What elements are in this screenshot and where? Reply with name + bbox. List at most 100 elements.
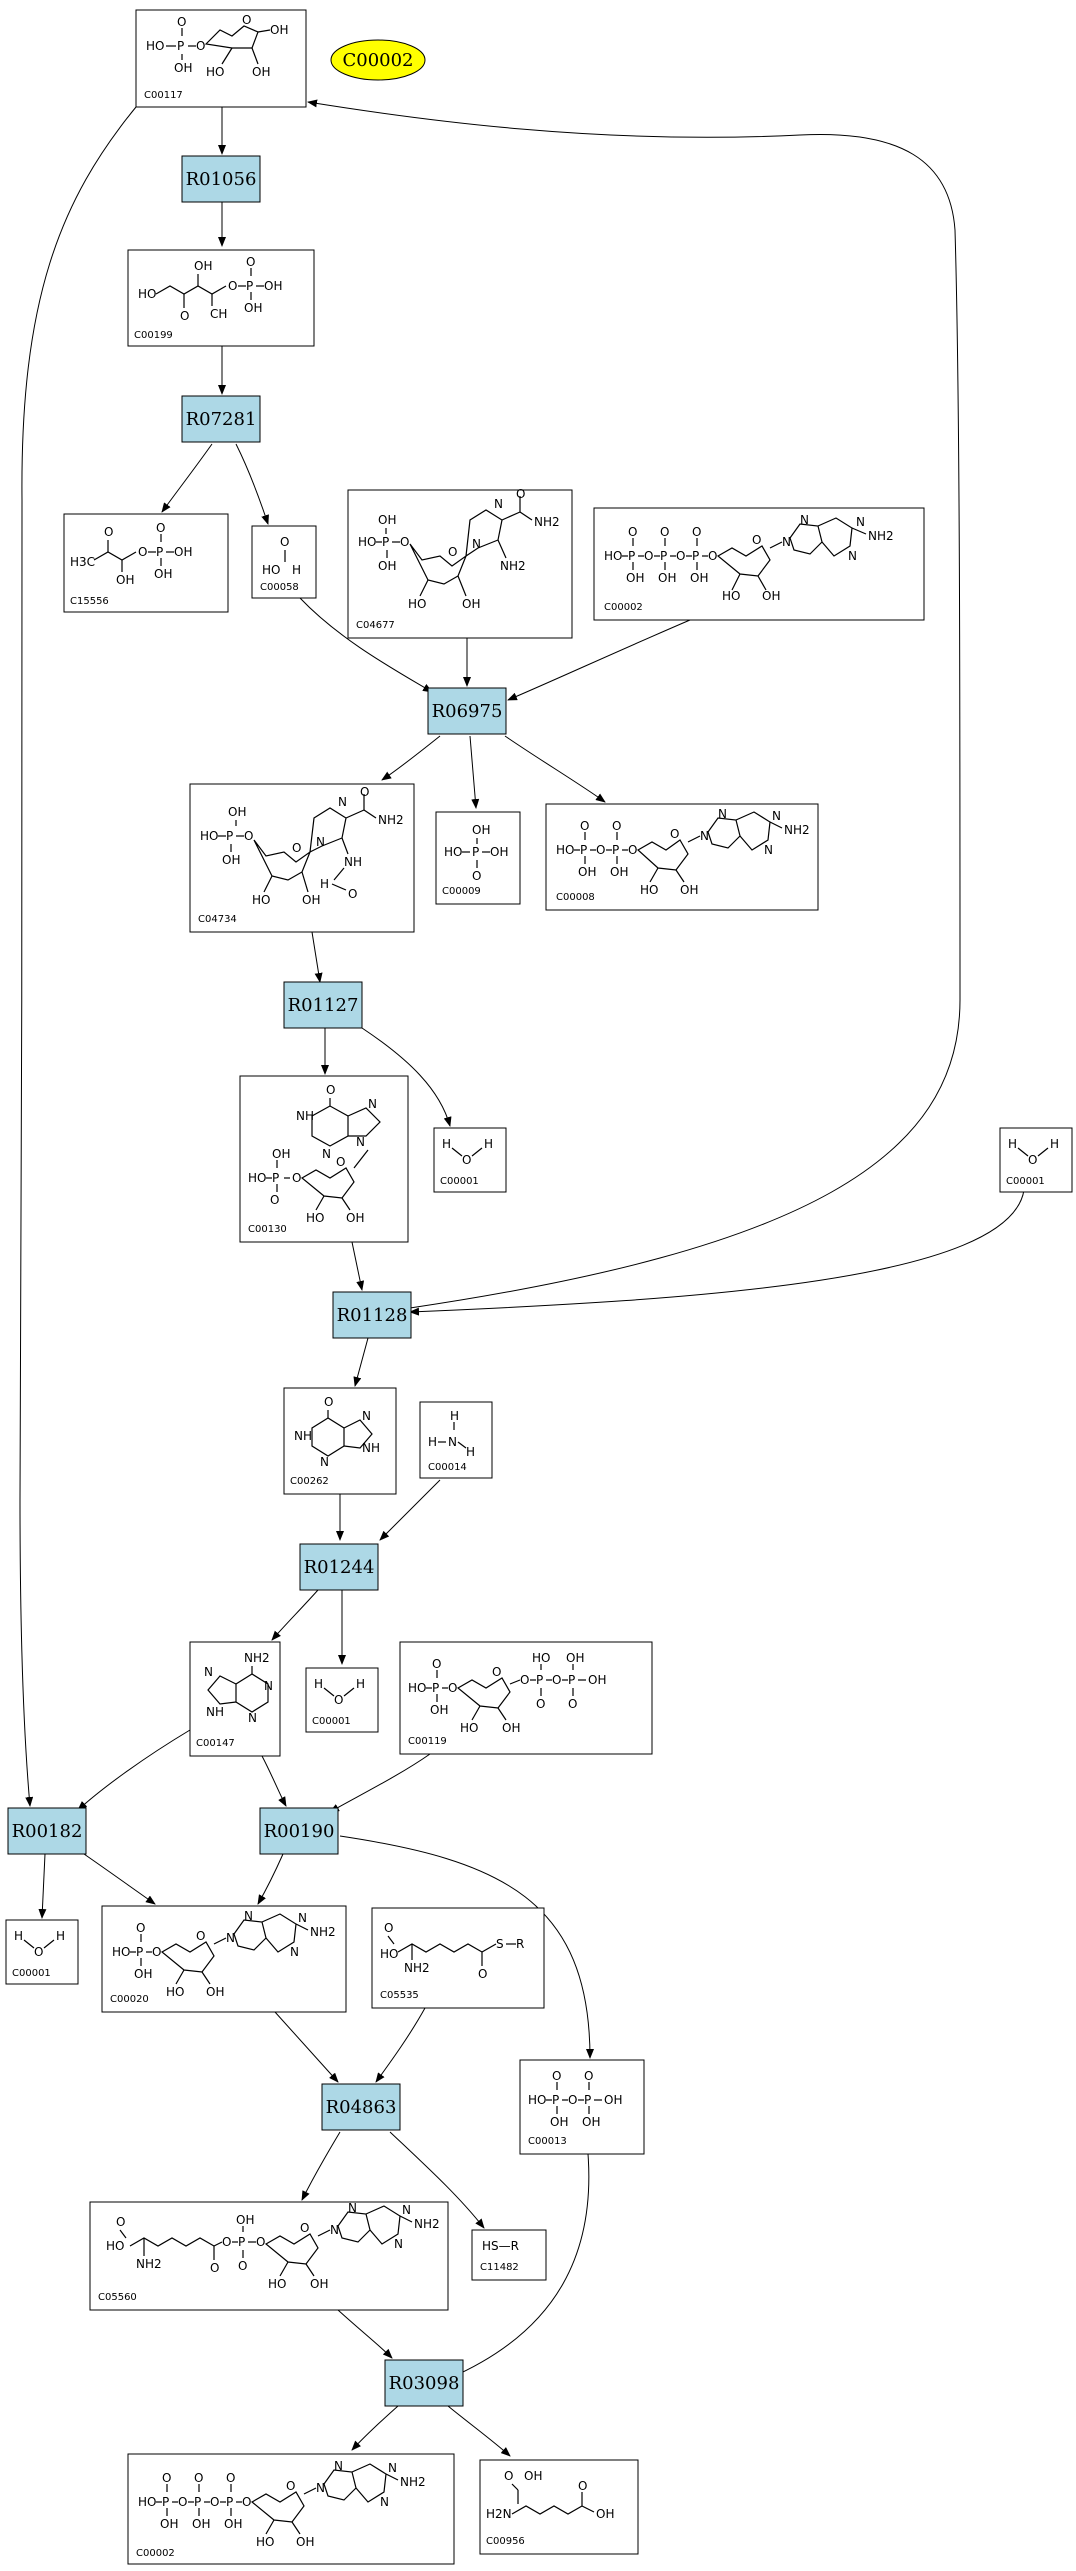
structure-aminoadipate: O OH H2N O OH — [486, 2469, 614, 2521]
structure-prpp: HO P O OH O O HO OH O P HO O O — [408, 1651, 606, 1735]
compound-c00020-amp[interactable]: HO P O OH O O HO OH N N N N NH2 C00020 — [101, 1905, 347, 2013]
svg-text:H: H — [450, 1409, 459, 1423]
svg-text:S: S — [496, 1937, 504, 1951]
svg-text:HO: HO — [306, 1211, 324, 1225]
compound-c00117[interactable]: HO P O OH O O OH HO OH C00117 — [135, 9, 307, 108]
svg-text:P: P — [226, 2495, 233, 2509]
svg-text:P: P — [692, 549, 699, 563]
reaction-r04863[interactable]: R04863 — [321, 2083, 401, 2131]
svg-text:O: O — [270, 1193, 279, 1207]
structure-water: H O H — [14, 1929, 65, 1959]
svg-text:O: O — [578, 2479, 587, 2493]
edge-c05535-r04863 — [375, 2007, 426, 2083]
svg-text:OH: OH — [116, 573, 134, 587]
reaction-r01127[interactable]: R01127 — [283, 981, 363, 1029]
compound-c00002-atp-1[interactable]: HO P O OH O P O OH O P O OH O O — [593, 507, 925, 621]
compound-c05535[interactable]: O HO NH2 O S R C05535 — [371, 1907, 545, 2009]
compound-c00014-ammonia[interactable]: H H N H C00014 — [419, 1401, 493, 1479]
structure-adp: HO P O OH O P O OH O O HO OH N — [556, 807, 810, 897]
structure-formate: O HO H — [262, 535, 301, 577]
svg-text:OH: OH — [174, 545, 192, 559]
compound-c04677[interactable]: OH HO P O OH O N N O NH2 NH2 HO OH — [347, 487, 573, 639]
svg-text:O: O — [660, 525, 669, 539]
reaction-label: R03098 — [389, 2373, 460, 2394]
svg-text:O: O — [292, 1171, 301, 1185]
svg-text:P: P — [177, 39, 184, 53]
structure-thiol: HS—R — [482, 2239, 519, 2253]
structure-pyrophosphate: HO P O OH O P O OH OH — [528, 2069, 622, 2129]
reaction-label: R01244 — [304, 1557, 375, 1578]
reaction-r03098[interactable]: R03098 — [384, 2359, 464, 2407]
svg-text:O: O — [210, 2495, 219, 2509]
compound-c05560[interactable]: O HO NH2 O O P OH O O O HO OH N — [89, 2201, 449, 2311]
compound-c00008-adp[interactable]: HO P O OH O P O OH O O HO OH N — [545, 803, 819, 911]
svg-text:O: O — [300, 2221, 309, 2235]
svg-text:OH: OH — [272, 1147, 290, 1161]
compound-label: C00147 — [196, 1738, 235, 1749]
compound-c00009[interactable]: OH HO P OH O C00009 — [435, 811, 521, 905]
reaction-r06975[interactable]: R06975 — [427, 687, 507, 735]
svg-text:OH: OH — [502, 1721, 520, 1735]
compound-c00001-water-3[interactable]: H O H C00001 — [305, 1667, 379, 1733]
svg-text:OH: OH — [296, 2535, 314, 2549]
edge-r00182-c00020 — [83, 1853, 156, 1905]
compound-c00001-water-1[interactable]: H O H C00001 — [433, 1127, 507, 1193]
compound-c00002-atp-2[interactable]: HO P O OH O P O OH O P O OH O O — [127, 2453, 455, 2565]
svg-text:O: O — [752, 533, 761, 547]
svg-text:OH: OH — [224, 2517, 242, 2531]
edge-c00117-r00182 — [19, 106, 137, 1807]
svg-text:HO: HO — [138, 2495, 156, 2509]
reaction-r01056[interactable]: R01056 — [181, 155, 261, 203]
reaction-r07281[interactable]: R07281 — [181, 395, 261, 443]
compound-c00199[interactable]: HO O OH CH O P O OH OH C00199 — [127, 249, 315, 347]
compound-c00262-hypoxanthine[interactable]: O NH N N NH C00262 — [283, 1387, 397, 1495]
compound-c15556[interactable]: H3C O OH O P O OH OH C15556 — [63, 513, 229, 613]
edge-c04734-r01127 — [311, 931, 323, 983]
svg-text:N: N — [226, 1931, 235, 1945]
compound-c00001-water-2[interactable]: H O H C00001 — [999, 1127, 1073, 1193]
compound-c04734[interactable]: OH HO P O OH O N N O NH2 NH H O — [189, 783, 415, 933]
compound-label: C00956 — [486, 2536, 525, 2547]
compound-c00013-pyrophosphate[interactable]: HO P O OH O P O OH OH C00013 — [519, 2059, 645, 2155]
svg-text:NH2: NH2 — [414, 2217, 440, 2231]
svg-text:OH: OH — [550, 2115, 568, 2129]
svg-text:N: N — [204, 1665, 213, 1679]
compound-label: C00009 — [442, 886, 481, 897]
compound-c00130-imp[interactable]: O NH N N N HO P OH O O O HO OH C00130 — [239, 1075, 409, 1243]
svg-text:O: O — [256, 2235, 265, 2249]
reaction-r01128[interactable]: R01128 — [332, 1291, 412, 1339]
compound-c00058[interactable]: O HO H C00058 — [251, 525, 317, 599]
svg-text:NH: NH — [362, 1441, 380, 1455]
edge-r01128-c00117 — [307, 99, 961, 1309]
svg-text:OH: OH — [680, 883, 698, 897]
compound-c00147-adenine[interactable]: NH2 N N N NH C00147 — [189, 1641, 281, 1757]
svg-text:O: O — [104, 525, 113, 539]
svg-text:NH2: NH2 — [378, 813, 404, 827]
svg-text:O: O — [156, 521, 165, 535]
svg-text:O: O — [194, 2471, 203, 2485]
svg-text:O: O — [210, 2261, 219, 2275]
svg-text:O: O — [708, 549, 717, 563]
svg-text:N: N — [348, 2201, 357, 2215]
svg-text:OH: OH — [472, 823, 490, 837]
compound-c00119-prpp[interactable]: HO P O OH O O HO OH O P HO O O — [399, 1641, 653, 1755]
svg-text:OH: OH — [206, 1985, 224, 1999]
svg-text:OH: OH — [596, 2507, 614, 2521]
highlight-node[interactable]: C00002 — [330, 39, 426, 81]
svg-text:OH: OH — [194, 259, 212, 273]
compound-c00001-water-4[interactable]: H O H C00001 — [5, 1919, 79, 1985]
reaction-r00182[interactable]: R00182 — [7, 1807, 87, 1855]
svg-text:O: O — [324, 1395, 333, 1409]
compound-label: C00119 — [408, 1736, 447, 1747]
compound-c00956-aminoadipate[interactable]: O OH H2N O OH C00956 — [479, 2459, 639, 2555]
structure-alpha-aminoadipoyl-s: O HO NH2 O S R — [380, 1921, 524, 1981]
svg-text:NH2: NH2 — [310, 1925, 336, 1939]
compound-c11482[interactable]: HS—R C11482 — [471, 2229, 547, 2281]
svg-text:OH: OH — [174, 61, 192, 75]
svg-text:O: O — [580, 819, 589, 833]
svg-text:N: N — [856, 515, 865, 529]
reaction-label: R01056 — [186, 169, 257, 190]
reaction-r01244[interactable]: R01244 — [299, 1543, 379, 1591]
reaction-r00190[interactable]: R00190 — [259, 1807, 339, 1855]
svg-text:N: N — [298, 1911, 307, 1925]
